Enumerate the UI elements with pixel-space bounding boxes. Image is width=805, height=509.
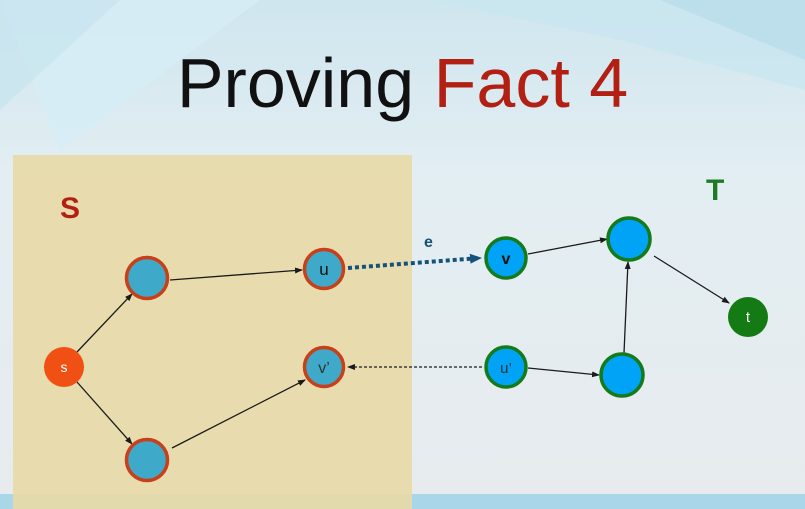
cut-region-s: [13, 155, 412, 509]
node-v-label: v: [502, 251, 511, 268]
edge-c-t: [653, 255, 730, 304]
node-t: t: [728, 297, 768, 337]
node-a: [124, 255, 170, 301]
node-vp-label: v’: [318, 360, 330, 377]
node-up-label: u’: [500, 360, 512, 377]
edge-up-d: [527, 367, 600, 378]
slide-title: Proving Fact 4: [0, 38, 805, 128]
edge-s-b: [76, 381, 133, 445]
node-u-label: u: [319, 260, 328, 279]
edge-s-a: [76, 293, 133, 353]
node-t-label: t: [746, 309, 751, 326]
node-u: u: [302, 247, 346, 291]
title-prefix: Proving: [176, 44, 434, 122]
node-s-label: s: [61, 359, 68, 375]
node-v: v: [484, 236, 528, 280]
edge-a-u: [169, 267, 303, 281]
edge-v-c: [527, 237, 608, 255]
set-t-label: T: [706, 174, 724, 207]
node-up: u’: [484, 345, 528, 389]
edge-e-label: e: [424, 234, 433, 251]
node-vp: v’: [302, 345, 346, 389]
node-s: s: [44, 347, 84, 387]
node-b: [124, 437, 170, 483]
edge-d-c: [623, 261, 631, 354]
node-d: [599, 352, 645, 398]
node-c: [606, 216, 652, 262]
edge-e: [347, 253, 482, 270]
title-accent: Fact 4: [433, 44, 629, 122]
edge-b-vp: [171, 379, 306, 449]
set-s-label: S: [60, 192, 80, 225]
